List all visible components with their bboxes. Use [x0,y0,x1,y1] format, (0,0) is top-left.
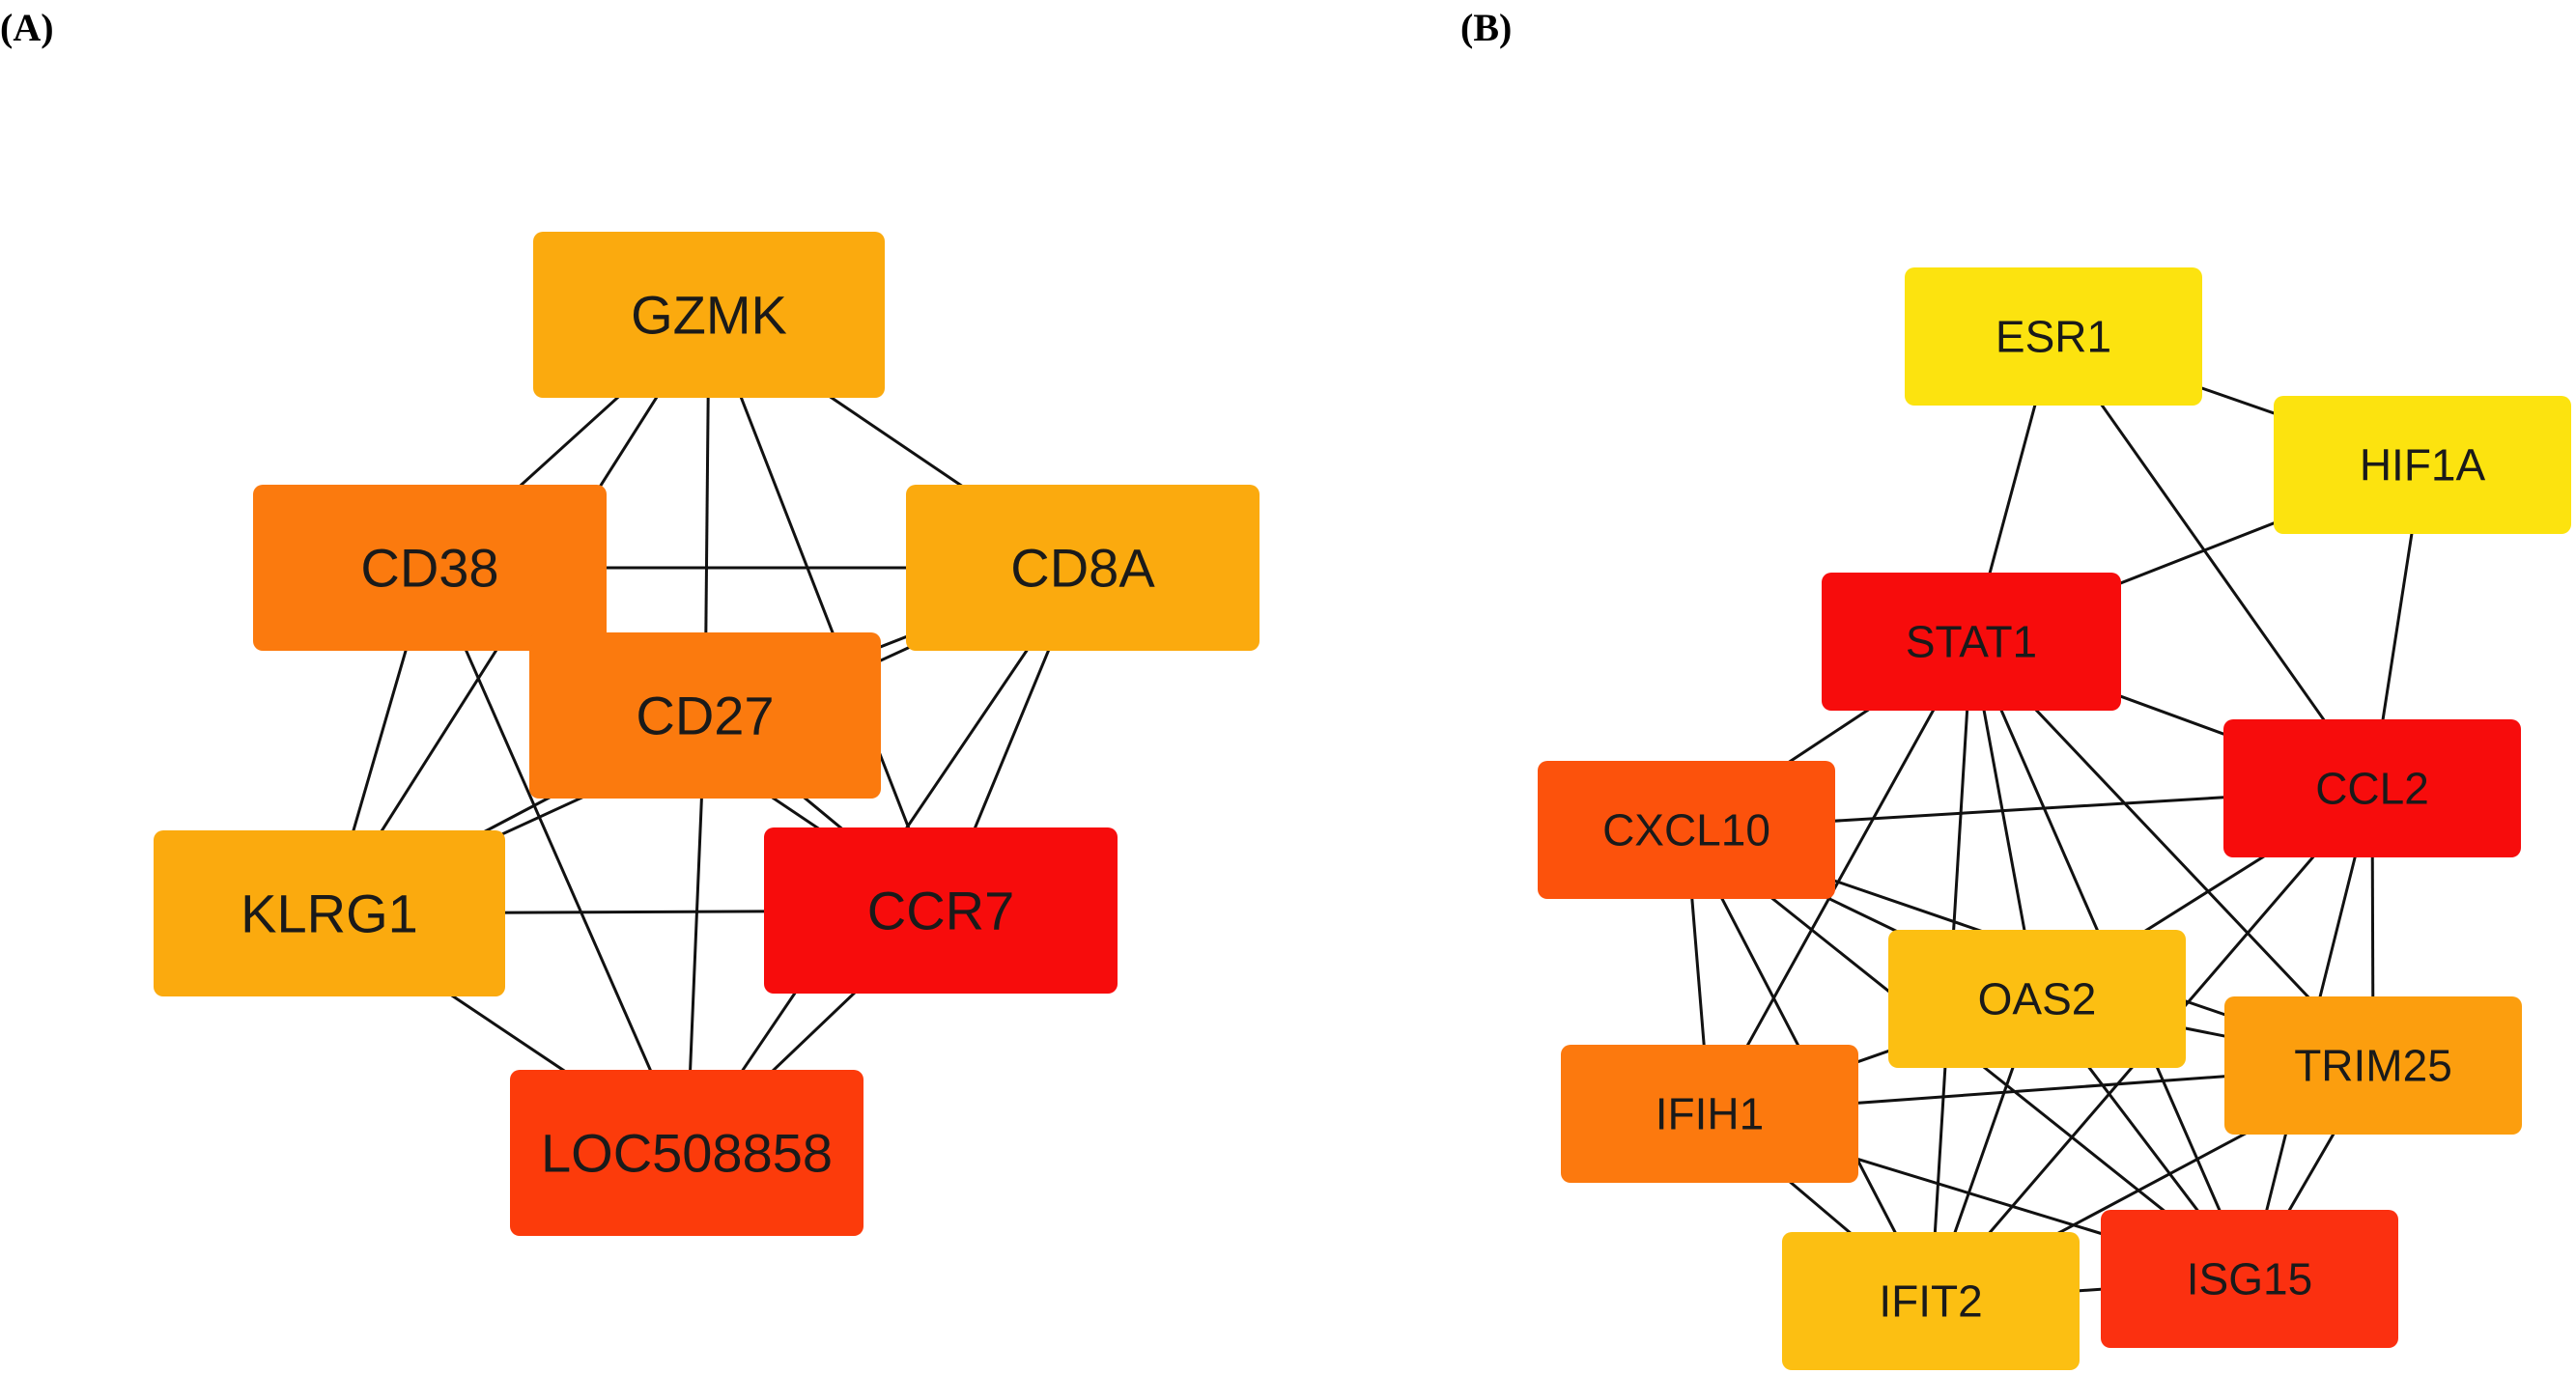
node-label-oas2: OAS2 [1978,974,2097,1024]
node-label-ccl2: CCL2 [2315,764,2429,814]
node-ifit2: IFIT2 [1782,1232,2080,1370]
node-oas2: OAS2 [1888,930,2186,1068]
node-cd8a: CD8A [906,485,1260,651]
node-box-ccr7 [764,827,1118,994]
node-klrg1: KLRG1 [154,830,505,996]
node-hif1a: HIF1A [2274,396,2571,534]
node-label-hif1a: HIF1A [2360,440,2486,491]
node-stat1: STAT1 [1822,573,2121,711]
node-cxcl10: CXCL10 [1538,761,1835,899]
node-box-klrg1 [154,830,505,996]
node-box-cd38 [253,485,607,651]
node-box-loc508858 [510,1070,863,1236]
node-trim25: TRIM25 [2224,996,2522,1135]
node-cd27: CD27 [529,632,881,799]
node-label-cd38: CD38 [360,538,498,599]
node-label-cd27: CD27 [636,686,774,746]
node-label-klrg1: KLRG1 [241,883,418,944]
node-loc508858: LOC508858 [510,1070,863,1236]
node-esr1: ESR1 [1905,267,2202,406]
node-box-trim25 [2224,996,2522,1135]
panel-b-label: (B) [1460,6,1512,49]
node-label-loc508858: LOC508858 [541,1123,833,1184]
panel-a-label: (A) [0,6,54,49]
node-box-cxcl10 [1538,761,1835,899]
edge-stat1-ifih1 [1708,640,1973,1115]
node-box-hif1a [2274,396,2571,534]
edge-gzmk-ccr7 [707,314,943,911]
node-label-ifih1: IFIH1 [1656,1089,1764,1139]
node-gzmk: GZMK [533,232,885,398]
edge-cd38-loc508858 [428,567,689,1154]
node-label-cd8a: CD8A [1010,538,1155,599]
node-label-isg15: ISG15 [2187,1254,2312,1304]
node-label-ifit2: IFIT2 [1879,1276,1982,1327]
node-isg15: ISG15 [2101,1210,2398,1348]
node-box-esr1 [1905,267,2202,406]
node-label-stat1: STAT1 [1906,617,2037,667]
node-box-cd8a [906,485,1260,651]
node-box-ifih1 [1561,1045,1858,1183]
node-label-esr1: ESR1 [1996,312,2111,362]
node-box-oas2 [1888,930,2186,1068]
node-label-gzmk: GZMK [631,285,787,346]
node-label-cxcl10: CXCL10 [1602,805,1770,855]
node-ccr7: CCR7 [764,827,1118,994]
node-box-gzmk [533,232,885,398]
node-box-ccl2 [2223,719,2521,857]
edge-stat1-trim25 [1969,640,2375,1067]
node-ifih1: IFIH1 [1561,1045,1858,1183]
node-label-trim25: TRIM25 [2294,1041,2452,1091]
node-box-isg15 [2101,1210,2398,1348]
node-box-cd27 [529,632,881,799]
edge-esr1-ccl2 [2052,335,2374,790]
node-box-ifit2 [1782,1232,2080,1370]
node-ccl2: CCL2 [2223,719,2521,857]
node-cd38: CD38 [253,485,607,651]
node-box-stat1 [1822,573,2121,711]
node-label-ccr7: CCR7 [867,881,1014,941]
